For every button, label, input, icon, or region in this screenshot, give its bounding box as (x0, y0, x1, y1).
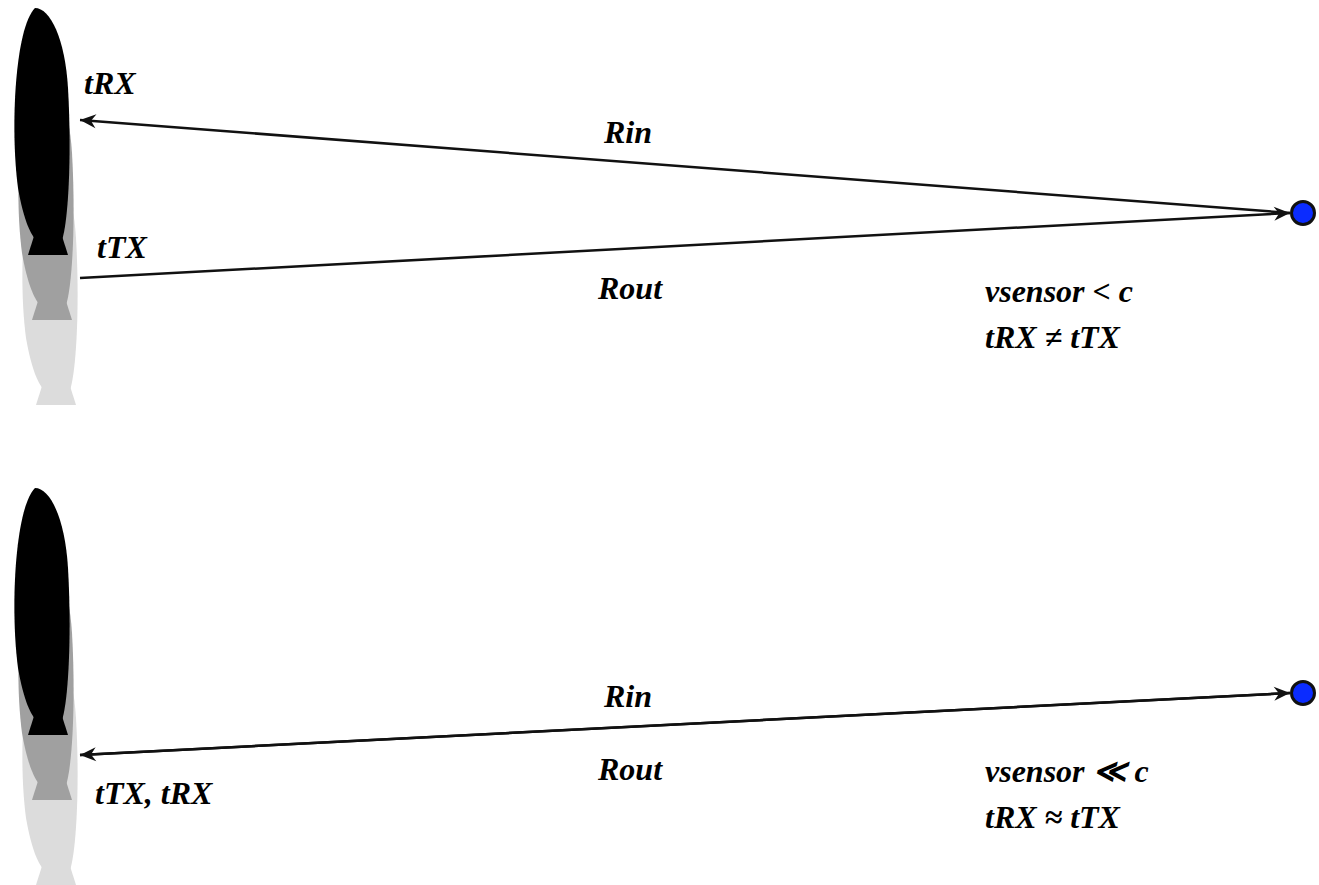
range-label: Rout (598, 752, 662, 787)
condition-label: tRX ≈ tTX (985, 800, 1120, 835)
condition-label: vsensor < c (985, 274, 1133, 309)
range-label: Rout (598, 271, 662, 306)
target-circle (1290, 200, 1316, 226)
range-arrow (80, 213, 1290, 278)
condition-label: vsensor ≪ c (985, 754, 1149, 789)
condition-label: tRX ≠ tTX (985, 320, 1120, 355)
time-label: tTX, tRX (95, 776, 212, 811)
range-label: Rin (604, 115, 652, 150)
time-label: tTX (97, 230, 147, 265)
target-circle (1290, 680, 1316, 706)
target-dot: vsensor ≪ ctRX ≈ tTX (1290, 680, 1316, 706)
rocket-figure (10, 8, 80, 405)
rocket-sensor: tRXtTX (10, 8, 80, 405)
target-dot: vsensor < ctRX ≠ tTX (1290, 200, 1316, 226)
range-label: Rin (604, 679, 652, 714)
range-arrow (80, 693, 1290, 755)
range-arrow (80, 693, 1290, 755)
range-arrow (80, 120, 1290, 213)
rocket-figure (10, 488, 80, 885)
time-label: tRX (84, 66, 136, 101)
rocket-sensor: tTX, tRX (10, 488, 80, 885)
